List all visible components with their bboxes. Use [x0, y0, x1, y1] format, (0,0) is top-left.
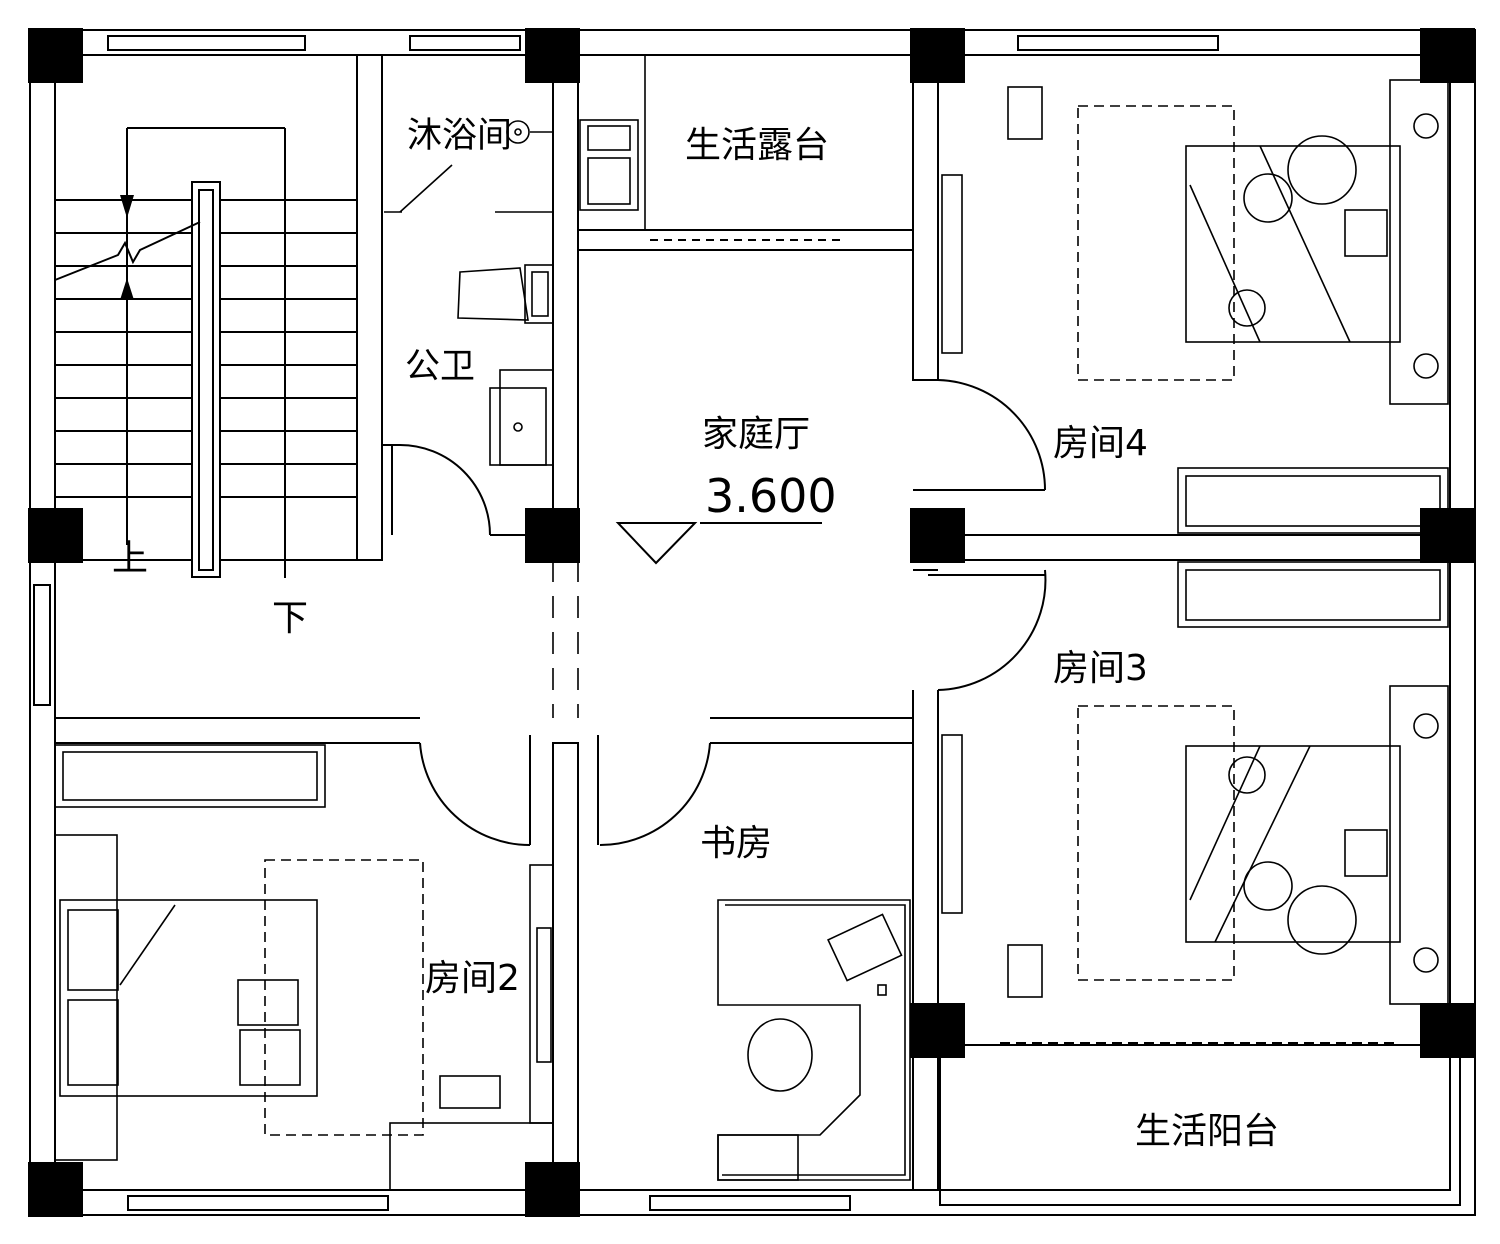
- label-bathroom: 沐浴间: [407, 116, 512, 156]
- label-elevation: 3.600: [705, 469, 837, 523]
- window-bottom-study: [649, 1195, 851, 1211]
- label-public-toilet: 公卫: [405, 347, 475, 387]
- beds: [54, 79, 1449, 1161]
- balcony-outline: [939, 1044, 1461, 1206]
- stair-arrows: [120, 195, 134, 300]
- columns: [28, 28, 1475, 1217]
- label-stair-down: 下: [272, 598, 308, 639]
- staircase: [54, 127, 357, 578]
- labels: 沐浴间 生活露台 公卫 家庭厅 3.600 房间4 房间3 房间2 书房 生活阳…: [112, 116, 1279, 1152]
- label-study: 书房: [700, 823, 772, 864]
- label-room3: 房间3: [1053, 648, 1148, 689]
- wardrobes: [54, 467, 1449, 808]
- elevation-mark: [615, 522, 822, 565]
- toilet-fixtures: [384, 55, 646, 466]
- label-room2: 房间2: [425, 958, 520, 999]
- label-living-terrace: 生活露台: [685, 125, 829, 166]
- window-top-bath: [409, 35, 521, 51]
- open-passage: [552, 560, 579, 718]
- window-left: [33, 584, 51, 706]
- study-desk: [389, 86, 1043, 1191]
- label-stair-up: 上: [112, 538, 148, 579]
- label-living-balcony: 生活阳台: [1135, 1111, 1279, 1152]
- door-swings: [391, 239, 1400, 1044]
- window-top-room4: [1017, 35, 1219, 51]
- label-room4: 房间4: [1053, 423, 1148, 464]
- label-family-hall: 家庭厅: [702, 414, 810, 455]
- window-top-left: [107, 35, 306, 51]
- window-bottom-room2: [127, 1195, 389, 1211]
